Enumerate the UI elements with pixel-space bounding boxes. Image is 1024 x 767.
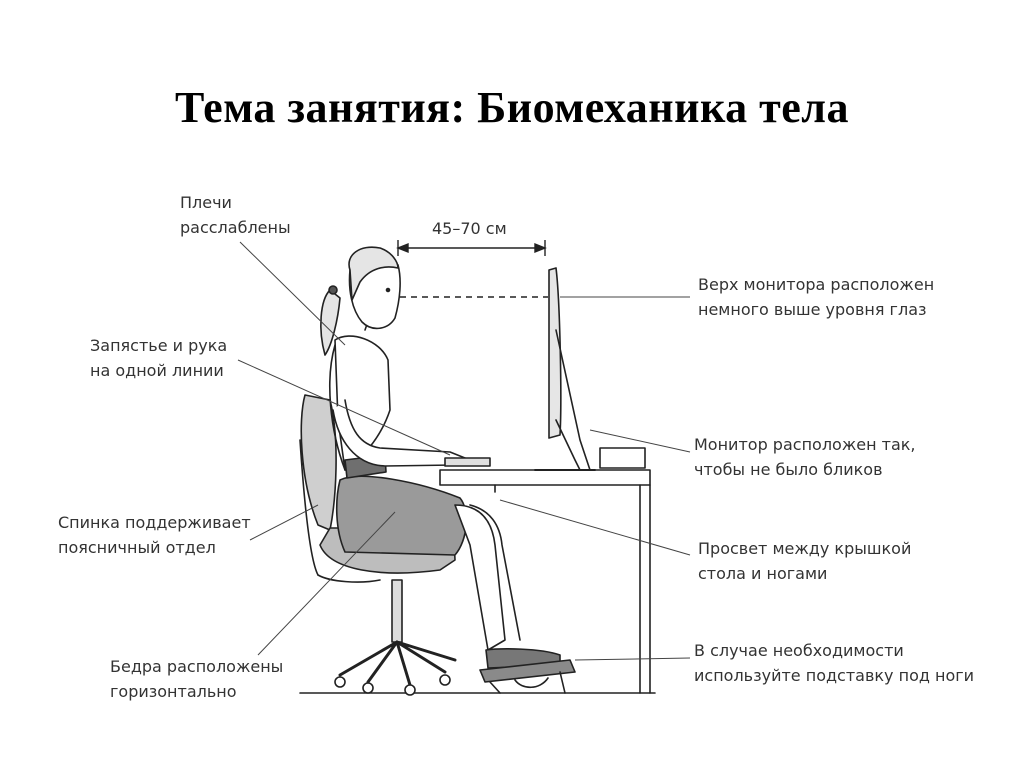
label-footrest: В случае необходимости используйте подст…: [694, 641, 975, 685]
label-hips: Бедра расположены горизонтально: [110, 657, 284, 701]
leader-lines: [237, 241, 691, 661]
seated-person: [320, 246, 561, 669]
label-back: Спинка поддерживает поясничный отдел: [58, 513, 251, 557]
label-monitor-glare: Монитор расположен так, чтобы не было бл…: [694, 435, 916, 479]
label-wrist: Запястье и рука на одной линии: [90, 336, 228, 380]
label-shoulders: Плечи расслаблены: [180, 193, 291, 237]
footrest: [479, 659, 576, 694]
page-title: Тема занятия: Биомеханика тела: [175, 83, 849, 132]
keyboard: [444, 457, 491, 467]
label-monitor-top: Верх монитора расположен немного выше ур…: [698, 275, 935, 319]
label-clearance: Просвет между крышкой стола и ногами: [698, 539, 912, 583]
distance-label: 45–70 см: [432, 219, 507, 238]
distance-dimension: [396, 240, 547, 256]
monitor: [534, 267, 646, 471]
